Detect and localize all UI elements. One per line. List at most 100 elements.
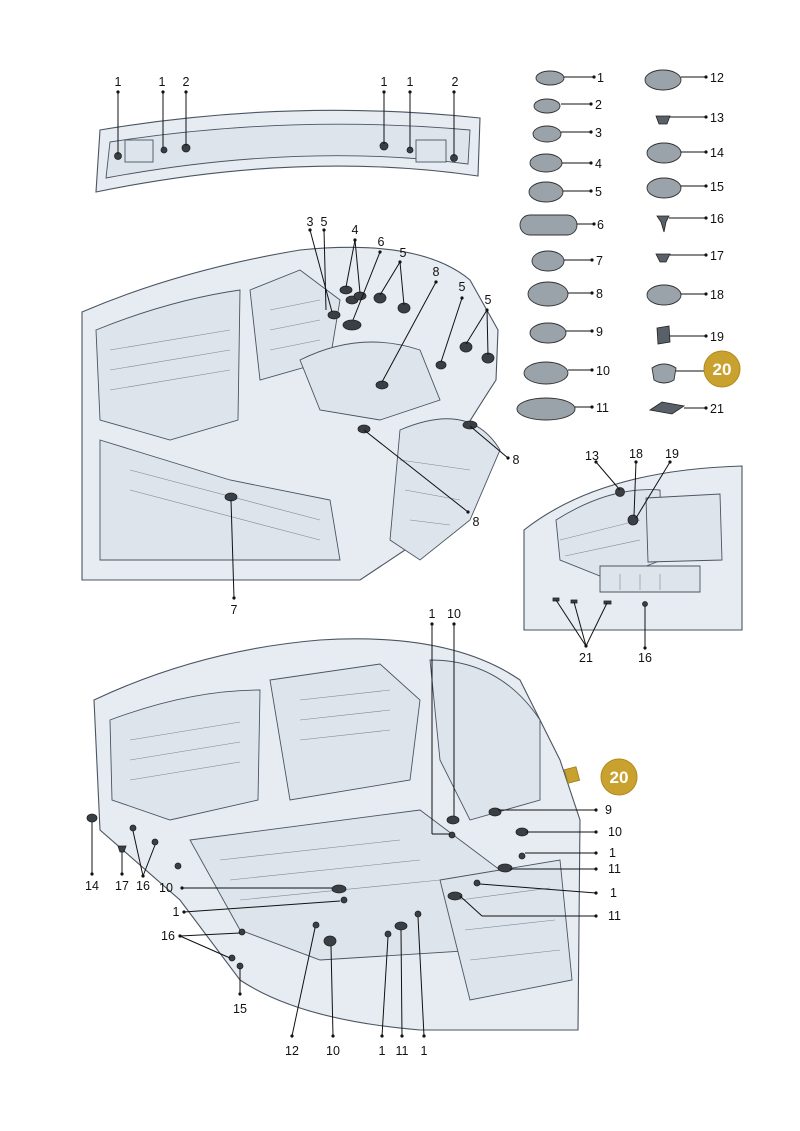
plug-marker [331, 884, 347, 894]
part-icon [529, 153, 563, 173]
plug-marker [459, 341, 473, 353]
upper-floor-callouts: 3 5 4 6 5 8 5 5 8 8 7 [230, 215, 520, 617]
plug-marker [224, 492, 238, 502]
plug-marker [488, 807, 502, 817]
legend-number: 15 [710, 180, 724, 194]
plug-marker [627, 514, 639, 526]
legend-number: 21 [710, 402, 724, 416]
part-icon [533, 98, 561, 114]
callout-number: 1 [610, 886, 617, 900]
plug-marker [446, 815, 460, 825]
plug-marker [394, 921, 408, 931]
plug-marker [129, 824, 137, 832]
part-icon [532, 125, 562, 143]
callout-number: 1 [159, 75, 166, 89]
upper-floor-illustration [81, 246, 501, 581]
callout-number: 15 [233, 1002, 247, 1016]
plug-marker [373, 292, 387, 304]
lower-floor-illustration [86, 638, 581, 1031]
legend-number: 7 [596, 254, 603, 268]
part-icon [535, 70, 565, 86]
legend-number: 18 [710, 288, 724, 302]
part-20-badge [703, 350, 741, 388]
callout-number: 1 [407, 75, 414, 89]
legend-number: 6 [597, 218, 604, 232]
legend-number: 17 [710, 249, 724, 263]
callout-number: 10 [326, 1044, 340, 1058]
legend-number: 16 [710, 212, 724, 226]
part-icon [519, 214, 578, 236]
callout-number: 2 [452, 75, 459, 89]
callout-number: 9 [605, 803, 612, 817]
plug-marker [340, 896, 348, 904]
part-icon [531, 250, 565, 272]
trunk-inset-callouts: 13 18 19 21 16 [555, 447, 679, 665]
callout-number: 1 [609, 846, 616, 860]
callout-number: 16 [161, 929, 175, 943]
part-20-callout-badge [600, 758, 638, 796]
legend-number: 1 [597, 71, 604, 85]
plug-marker [375, 380, 389, 390]
callout-number: 16 [136, 879, 150, 893]
callout-number: 1 [429, 607, 436, 621]
lower-floor-callouts: 1 10 9 10 1 11 1 11 14 17 16 10 1 16 15 [85, 607, 638, 1058]
part-icon [656, 215, 670, 233]
callout-number: 1 [381, 75, 388, 89]
callout-number: 8 [473, 515, 480, 529]
part-icon [527, 281, 569, 307]
plug-marker [86, 813, 98, 823]
legend-number: 2 [595, 98, 602, 112]
callout-number: 1 [173, 905, 180, 919]
callout-number: 8 [513, 453, 520, 467]
callout-number: 11 [608, 909, 621, 923]
plug-marker [642, 601, 648, 607]
part-icon [529, 322, 567, 344]
part-20-callout-label: 20 [610, 768, 629, 787]
callout-number: 1 [115, 75, 122, 89]
part-icon [655, 115, 671, 125]
part-icon [655, 253, 671, 263]
rear-panel-callouts: 1 1 2 1 1 2 [115, 75, 459, 156]
legend-number: 4 [595, 157, 602, 171]
plug-marker [323, 935, 337, 947]
legend-number: 10 [596, 364, 610, 378]
legend-number: 14 [710, 146, 724, 160]
part-icon [648, 401, 686, 415]
callout-number: 13 [585, 449, 599, 463]
plug-marker [339, 285, 353, 295]
callout-number: 21 [579, 651, 593, 665]
part-icon [646, 177, 682, 199]
plug-marker [117, 845, 127, 853]
plug-marker [447, 891, 463, 901]
part-icon [516, 397, 576, 421]
plug-marker [462, 420, 478, 430]
plug-marker [518, 852, 526, 860]
callout-number: 1 [421, 1044, 428, 1058]
rear-panel-illustration [95, 109, 481, 193]
legend-number: 8 [596, 287, 603, 301]
callout-number: 1 [379, 1044, 386, 1058]
parts-legend: 1 2 3 4 5 6 7 8 9 10 11 12 13 14 15 16 1… [516, 69, 741, 421]
plug-marker [615, 487, 625, 497]
callout-number: 16 [638, 651, 652, 665]
plug-marker [552, 597, 560, 602]
callout-number: 8 [433, 265, 440, 279]
callout-number: 17 [115, 879, 129, 893]
callout-number: 7 [231, 603, 238, 617]
plug-marker [342, 319, 362, 331]
callout-number: 14 [85, 879, 99, 893]
callout-number: 2 [183, 75, 190, 89]
part-icon [523, 361, 569, 385]
callout-number: 10 [159, 881, 173, 895]
callout-number: 3 [307, 215, 314, 229]
legend-number: 12 [710, 71, 724, 85]
callout-number: 18 [629, 447, 643, 461]
callout-number: 6 [378, 235, 385, 249]
part-20-marker [563, 766, 581, 784]
plug-marker [160, 146, 168, 154]
part-icon [651, 363, 677, 384]
plug-marker [414, 910, 422, 918]
plug-marker [312, 921, 320, 929]
plug-marker [473, 879, 481, 887]
